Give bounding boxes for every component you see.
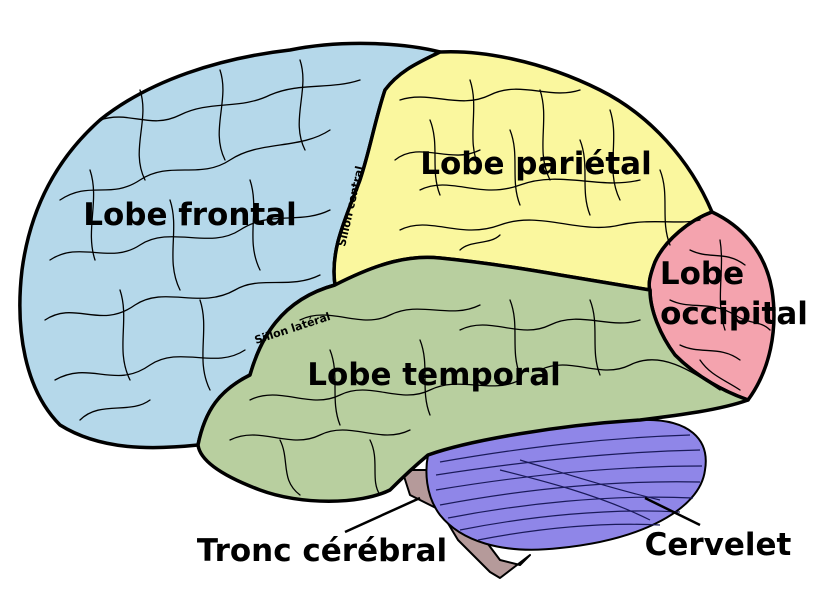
cerebellum-pointer <box>644 496 701 527</box>
cerebellum-folia <box>435 434 703 541</box>
occipital-lobe-label-line1: Lobe <box>660 256 744 292</box>
brainstem-label: Tronc cérébral <box>197 533 447 569</box>
temporal-gyri <box>229 299 721 496</box>
central-sulcus-line <box>332 50 441 286</box>
cerebellum-label: Cervelet <box>645 527 792 563</box>
frontal-lobe-label: Lobe frontal <box>83 197 297 233</box>
temporal-lobe-label: Lobe temporal <box>307 357 561 393</box>
frontal-gyri <box>44 59 361 421</box>
occipital-lobe-label-line2: occipital <box>660 296 808 332</box>
brainstem-pointer <box>344 496 421 534</box>
occipital-gyri <box>669 239 771 391</box>
parieto-temporal-boundary <box>439 257 651 291</box>
parietal-lobe-label: Lobe pariétal <box>420 146 651 182</box>
parietal-gyri <box>394 79 701 251</box>
